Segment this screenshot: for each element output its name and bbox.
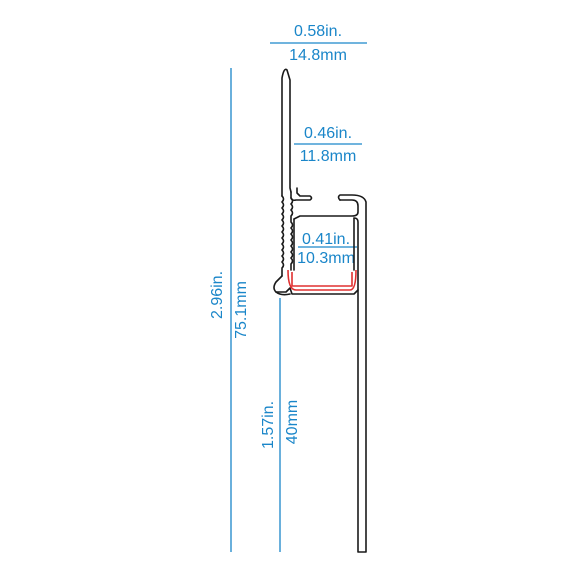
- profile-ribbed-inner-wall: [290, 197, 294, 271]
- profile-right-wall: [337, 194, 367, 553]
- led-strip: [287, 269, 357, 291]
- dimension-lines: [230, 42, 367, 552]
- profile-ribbed-outer-wall: [281, 195, 285, 277]
- overall-width-inch-label: 0.58in.: [294, 23, 342, 40]
- height-inch-label: 2.96in.: [209, 271, 226, 319]
- profile-base-lip: [275, 291, 291, 296]
- inner-width-inch-label: 0.41in.: [302, 231, 350, 248]
- overall-width-mm-label: 14.8mm: [289, 47, 347, 64]
- profile-left-hook: [290, 187, 313, 202]
- height-mm-label: 75.1mm: [233, 281, 250, 339]
- lower-height-mm-label: 40mm: [284, 400, 301, 444]
- profile-top-fin: [281, 68, 292, 197]
- aluminium-profile: [273, 68, 367, 553]
- profile-channel-top: [293, 199, 359, 220]
- lower-height-inch-label: 1.57in.: [260, 401, 277, 449]
- profile-channel-base: [273, 275, 359, 295]
- channel-width-mm-label: 11.8mm: [300, 148, 357, 165]
- channel-width-inch-label: 0.46in.: [304, 125, 352, 142]
- inner-width-mm-label: 10.3mm: [297, 250, 355, 267]
- led-strip-outline: [287, 269, 357, 291]
- led-strip-inner: [291, 272, 353, 287]
